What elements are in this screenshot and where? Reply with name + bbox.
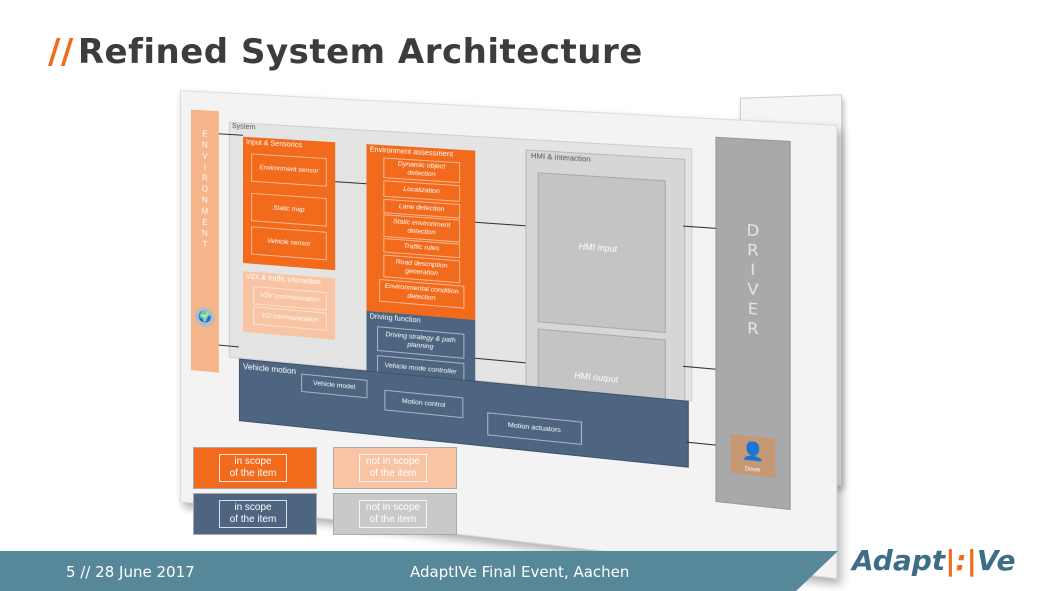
environment-letter: T	[191, 238, 219, 251]
environment-assessment-label: Environment assessment	[370, 146, 454, 158]
environment-assessment-box: Environment assessment Dynamic object de…	[366, 144, 475, 320]
environment-label: ENVIRONMENT	[191, 128, 219, 251]
dynamic-object-detection-box: Dynamic object detection	[383, 158, 460, 184]
hmi-label: HMI & interaction	[531, 153, 591, 164]
driving-function-label: Driving function	[370, 313, 421, 325]
legend-not-in-scope-light-orange: not in scopeof the item	[333, 447, 457, 489]
hmi-interaction-box: HMI & interaction HMI input HMI output	[525, 149, 685, 414]
static-map-box: Static map	[251, 193, 327, 227]
driving-strategy-box: Driving strategy & path planning	[377, 326, 464, 359]
legend-in-scope-orange: in scopeof the item	[193, 447, 317, 489]
vehicle-motion-label: Vehicle motion	[243, 362, 296, 376]
road-description-box: Road description generation	[383, 254, 460, 283]
page-title: //Refined System Architecture	[48, 32, 643, 72]
vehicle-sensor-box: Vehicle sensor	[251, 226, 327, 260]
environmental-condition-box: Environmental condition detection	[379, 279, 464, 309]
input-sensorics-box: Input & Sensorics Environment sensor Sta…	[243, 137, 335, 271]
hmi-output-label: HMI output	[574, 371, 618, 385]
legend-text: not in scopeof the item	[359, 500, 427, 528]
legend-in-scope-blue: in scopeof the item	[193, 493, 317, 535]
legend-text: not in scopeof the item	[359, 454, 427, 482]
environment-column: ENVIRONMENT 🌍	[191, 110, 219, 373]
motion-actuators-box: Motion actuators	[487, 412, 582, 445]
vehicle-model-box: Vehicle model	[301, 374, 367, 399]
hmi-input-label: HMI input	[579, 242, 617, 254]
legend-text: in scopeof the item	[219, 500, 287, 528]
adaptive-logo: Adapt|:|Ve	[852, 544, 1015, 577]
legend-not-in-scope-gray: not in scopeof the item	[333, 493, 457, 535]
driver-column: DRIVER 👤 Driver	[715, 137, 790, 510]
driver-label: DRIVER	[717, 219, 790, 342]
environment-icon: 🌍	[195, 306, 215, 328]
input-sensorics-label: Input & Sensorics	[246, 139, 302, 149]
v2x-box: V2X & traffic interaction V2V communicat…	[243, 271, 335, 340]
footer-event: AdaptIVe Final Event, Aachen	[410, 563, 629, 581]
footer-page-date: 5 // 28 June 2017	[66, 563, 195, 581]
title-slashes: //	[48, 32, 74, 72]
connector	[687, 442, 716, 446]
motion-control-box: Motion control	[384, 390, 463, 419]
v2i-box: V2I communication	[253, 306, 327, 331]
title-text: Refined System Architecture	[78, 32, 643, 72]
system-label: System	[232, 123, 256, 131]
hmi-input-box: HMI input	[538, 172, 666, 333]
environment-sensor-box: Environment sensor	[251, 153, 327, 186]
legend-text: in scopeof the item	[219, 454, 287, 482]
